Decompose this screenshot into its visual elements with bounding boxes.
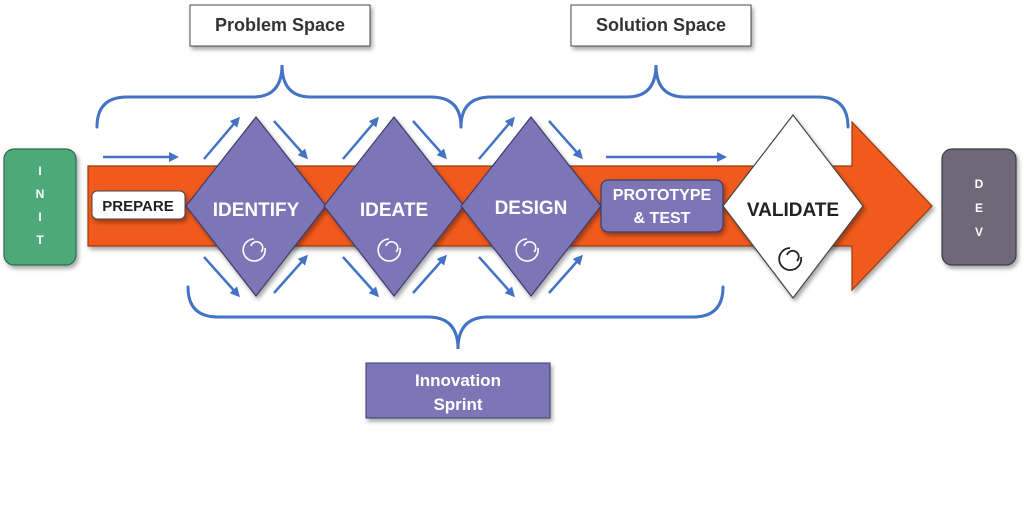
cycle-icon <box>377 238 401 262</box>
innovation-sprint-brace <box>186 285 725 350</box>
ideate-stage: IDEATE <box>323 116 465 297</box>
prototype-test-stage: PROTOTYPE & TEST <box>600 179 724 233</box>
ideate-label: IDEATE <box>360 200 428 221</box>
cycle-icon <box>515 238 539 262</box>
init-letter: I <box>38 164 41 178</box>
design-label: DESIGN <box>495 198 568 219</box>
innovation-text: Innovation <box>415 371 501 390</box>
flow-arrow <box>203 256 241 298</box>
validate-stage: VALIDATE <box>722 114 864 299</box>
flow-arrow <box>342 256 380 298</box>
cycle-icon <box>242 238 266 262</box>
dev-letter: V <box>975 225 983 239</box>
sprint-text: Sprint <box>433 395 482 414</box>
flow-arrow <box>412 254 447 294</box>
problem-space-label: Problem Space <box>189 4 371 47</box>
problem-space-text: Problem Space <box>215 15 345 35</box>
init-letter: I <box>38 210 41 224</box>
diamond-flow-arrows <box>203 116 583 298</box>
flow-arrow <box>412 120 447 160</box>
validate-label: VALIDATE <box>747 200 839 221</box>
identify-label: IDENTIFY <box>213 200 300 221</box>
dev-letter: D <box>975 177 984 191</box>
solution-space-brace <box>459 64 850 129</box>
flow-arrow <box>273 254 308 294</box>
flow-arrow <box>478 116 515 160</box>
identify-stage: IDENTIFY <box>185 116 327 297</box>
design-stage: DESIGN <box>460 116 602 297</box>
prototype-label: PROTOTYPE <box>613 187 712 204</box>
dev-letter: E <box>975 201 983 215</box>
solution-space-text: Solution Space <box>596 15 726 35</box>
flow-arrow <box>203 116 240 160</box>
flow-arrow <box>548 254 583 294</box>
cycle-icon <box>778 247 803 271</box>
init-letter: N <box>36 187 45 201</box>
dev-box: D E V <box>941 148 1017 266</box>
problem-space-brace <box>95 64 463 129</box>
flow-arrow <box>342 116 379 160</box>
prepare-label: PREPARE <box>102 198 173 215</box>
innovation-sprint-label: Innovation Sprint <box>365 362 551 419</box>
solution-space-label: Solution Space <box>570 4 752 47</box>
flow-arrow <box>478 256 516 298</box>
flow-arrow <box>548 120 583 160</box>
prepare-stage: PREPARE <box>91 190 186 220</box>
init-letter: T <box>36 233 44 247</box>
test-label: & TEST <box>634 210 691 227</box>
flow-arrow <box>273 120 308 160</box>
init-box: I N I T <box>3 148 77 266</box>
